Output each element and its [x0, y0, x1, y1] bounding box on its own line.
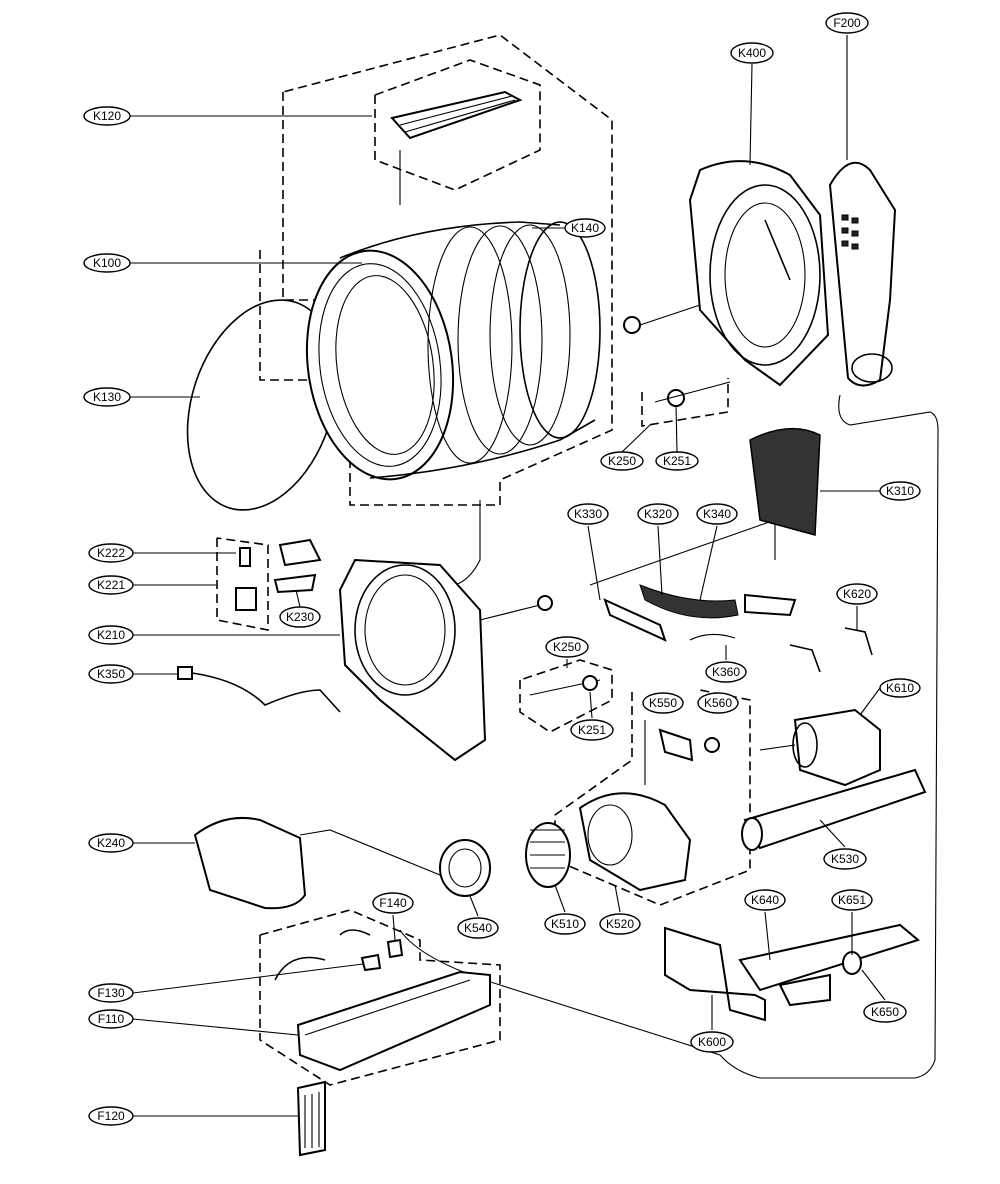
label-k310: K310: [879, 481, 921, 501]
svg-text:K210: K210: [97, 628, 125, 642]
shaft-bearing-rear: [623, 304, 731, 407]
part-labels: K120 K100 K130 K140 K400 F200 K250 K251 …: [83, 12, 921, 1126]
label-k130: K130: [83, 387, 131, 407]
label-k651: K651: [831, 889, 873, 911]
svg-text:K330: K330: [574, 507, 602, 521]
svg-text:K510: K510: [551, 917, 579, 931]
svg-text:K251: K251: [578, 723, 606, 737]
label-k140: K140: [564, 218, 606, 238]
svg-text:K240: K240: [97, 836, 125, 850]
label-k510: K510: [544, 913, 586, 935]
svg-text:K230: K230: [286, 610, 314, 624]
switches-k550-k560: [644, 720, 720, 785]
front-bulkhead-k210: [338, 558, 601, 762]
label-k340: K340: [696, 503, 738, 525]
label-k560: K560: [697, 692, 739, 714]
svg-text:K340: K340: [703, 507, 731, 521]
lamp-assembly: [235, 538, 322, 611]
label-k530: K530: [823, 848, 867, 870]
label-k210: K210: [88, 625, 134, 645]
svg-text:K250: K250: [553, 640, 581, 654]
label-k540: K540: [457, 917, 499, 939]
label-k640: K640: [744, 889, 786, 911]
svg-text:K251: K251: [663, 454, 691, 468]
svg-text:K620: K620: [843, 587, 871, 601]
svg-text:K600: K600: [698, 1035, 726, 1049]
label-k330: K330: [567, 503, 609, 525]
label-f140: F140: [372, 892, 414, 914]
svg-text:K520: K520: [606, 917, 634, 931]
label-k250-rear: K250: [600, 451, 644, 471]
svg-text:K320: K320: [644, 507, 672, 521]
svg-text:K310: K310: [886, 484, 914, 498]
label-f200: F200: [825, 12, 869, 34]
svg-text:K350: K350: [97, 667, 125, 681]
svg-text:K360: K360: [712, 665, 740, 679]
label-f130: F130: [88, 983, 134, 1003]
label-k251-front: K251: [570, 719, 614, 741]
blower-k510-k520: [525, 792, 692, 892]
label-k222: K222: [88, 543, 134, 563]
drum-k100: [305, 221, 601, 481]
label-k550: K550: [642, 692, 684, 714]
rear-bulkhead-k400: [688, 160, 830, 387]
svg-text:K640: K640: [751, 893, 779, 907]
label-k320: K320: [637, 503, 679, 525]
svg-text:K651: K651: [838, 893, 866, 907]
svg-text:K650: K650: [871, 1005, 899, 1019]
label-f110: F110: [88, 1009, 134, 1029]
label-k400: K400: [730, 42, 774, 64]
label-k350: K350: [88, 664, 134, 684]
label-k360: K360: [705, 661, 747, 683]
svg-text:F120: F120: [97, 1109, 125, 1123]
label-k221: K221: [88, 575, 134, 595]
label-k610: K610: [879, 678, 921, 698]
label-f120: F120: [88, 1106, 134, 1126]
svg-text:K250: K250: [608, 454, 636, 468]
svg-text:K100: K100: [93, 256, 121, 270]
heater-assembly: [274, 929, 491, 1157]
svg-text:K221: K221: [97, 578, 125, 592]
label-k650: K650: [863, 1001, 907, 1023]
svg-text:F130: F130: [97, 986, 125, 1000]
label-k120: K120: [83, 106, 131, 126]
label-k600: K600: [690, 1031, 734, 1053]
motor-k610: [759, 627, 881, 787]
cable-k350: [177, 666, 341, 713]
label-k240: K240: [88, 833, 134, 853]
label-k230: K230: [279, 606, 321, 628]
duct-f200: [828, 161, 897, 387]
svg-text:K540: K540: [464, 921, 492, 935]
svg-text:K130: K130: [93, 390, 121, 404]
svg-text:K610: K610: [886, 681, 914, 695]
svg-text:K222: K222: [97, 546, 125, 560]
base-assembly-k600: [664, 923, 921, 1022]
lifter-k120: [390, 90, 523, 205]
label-k251-rear: K251: [655, 451, 699, 471]
svg-text:K140: K140: [571, 221, 599, 235]
lint-filter-k310: [749, 427, 821, 536]
svg-text:K400: K400: [738, 46, 766, 60]
idler-brackets: [603, 584, 797, 642]
svg-text:K120: K120: [93, 109, 121, 123]
svg-text:F110: F110: [98, 1012, 125, 1026]
front-duct-k240: [193, 816, 307, 910]
label-k250-front: K250: [545, 636, 589, 658]
svg-text:K530: K530: [831, 852, 859, 866]
ring-k540: [439, 839, 491, 897]
tube-k530: [741, 768, 927, 851]
svg-text:K560: K560: [704, 696, 732, 710]
label-k100: K100: [83, 253, 131, 273]
leader-lines: [130, 35, 886, 1117]
label-k520: K520: [599, 913, 641, 935]
svg-text:F200: F200: [833, 16, 861, 30]
label-k620: K620: [836, 583, 878, 605]
svg-text:F140: F140: [379, 896, 407, 910]
svg-text:K550: K550: [649, 696, 677, 710]
